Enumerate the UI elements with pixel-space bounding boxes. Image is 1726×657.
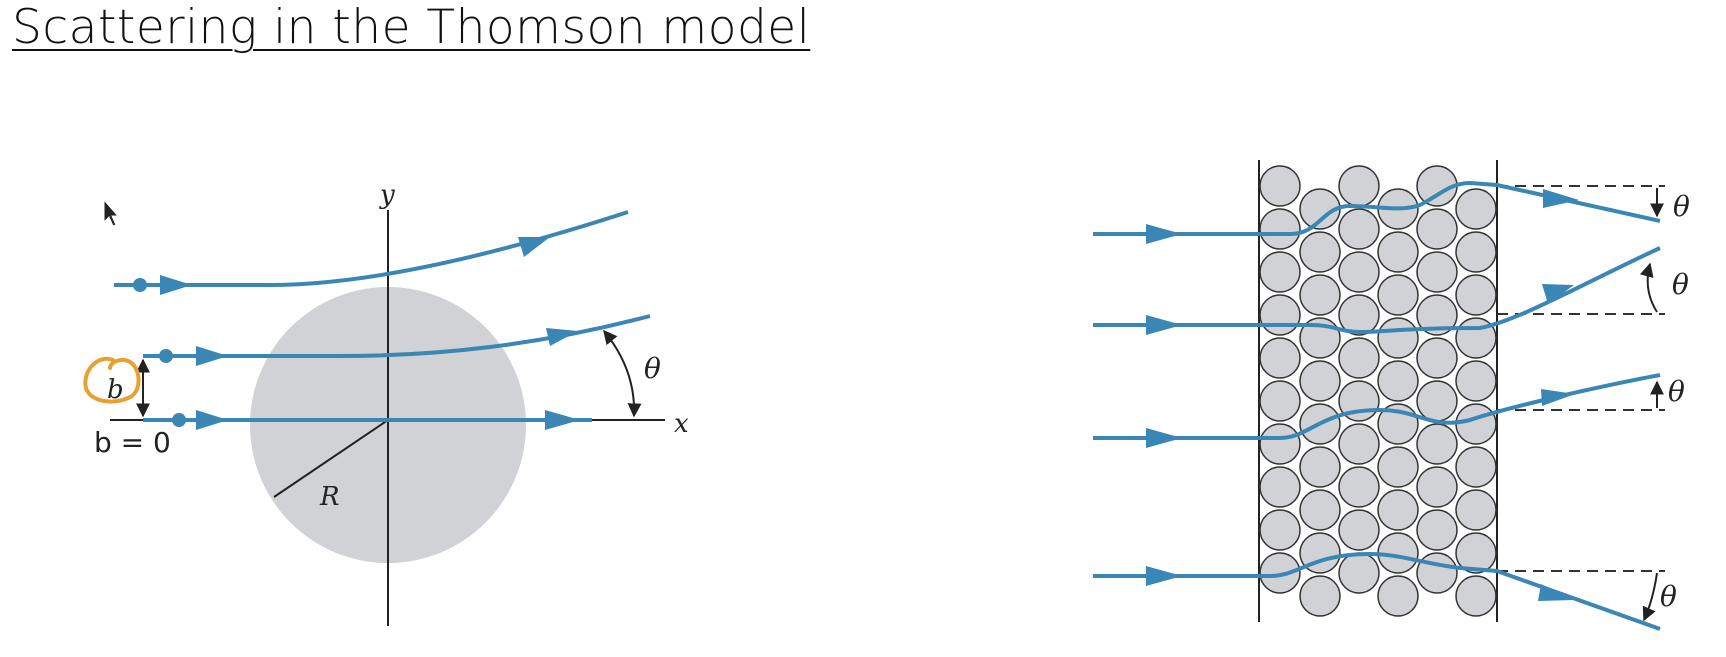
foil-atom xyxy=(1259,165,1301,207)
foil-atom xyxy=(1259,466,1301,508)
radius-label: R xyxy=(319,482,340,512)
foil-atom xyxy=(1377,575,1419,617)
foil-atom xyxy=(1299,360,1341,402)
foil-atom xyxy=(1259,337,1301,379)
foil-atom-lattice xyxy=(1259,165,1497,617)
foil-atom xyxy=(1416,251,1458,293)
thomson-atom-diagram: y x R b b = 0 θ xyxy=(83,180,689,626)
foil-atom xyxy=(1377,231,1419,273)
trajectory-top-arrowhead xyxy=(160,275,192,295)
foil-atom xyxy=(1455,403,1497,445)
trajectory-middle-start-dot xyxy=(159,349,173,363)
foil-atom xyxy=(1455,446,1497,488)
trajectory-top-start-dot xyxy=(133,278,147,292)
trajectory-center-arrowhead xyxy=(196,410,228,430)
foil-atom xyxy=(1416,509,1458,551)
foil-atom xyxy=(1338,208,1380,250)
foil-trajectory-4 xyxy=(1093,551,1661,631)
y-axis-label: y xyxy=(379,180,395,210)
foil-atom xyxy=(1259,208,1301,250)
foil-atom xyxy=(1416,208,1458,250)
foil-atom xyxy=(1338,294,1380,336)
foil-atom xyxy=(1455,188,1497,230)
foil-atom xyxy=(1259,423,1301,465)
foil-atom xyxy=(1338,165,1380,207)
foil-atom xyxy=(1377,274,1419,316)
foil-atom xyxy=(1259,294,1301,336)
foil-atom xyxy=(1416,552,1458,594)
foil-trajectory-2 xyxy=(1093,246,1661,335)
foil-angle-label-2: θ xyxy=(1672,268,1689,301)
foil-angle-label-4: θ xyxy=(1660,580,1677,613)
foil-atom xyxy=(1377,489,1419,531)
trajectory-center-start-dot xyxy=(172,413,186,427)
foil-atom xyxy=(1455,575,1497,617)
radius-line xyxy=(273,419,389,498)
trajectory-middle-out-arrowhead xyxy=(546,328,578,346)
foil-atom xyxy=(1416,294,1458,336)
foil-atom xyxy=(1299,274,1341,316)
foil-atom xyxy=(1299,575,1341,617)
foil-atom xyxy=(1259,380,1301,422)
foil-atom xyxy=(1299,489,1341,531)
foil-atom xyxy=(1455,274,1497,316)
foil-atom xyxy=(1455,489,1497,531)
trajectory-center-out-arrowhead xyxy=(545,410,580,430)
foil-atom xyxy=(1338,552,1380,594)
foil-atom xyxy=(1299,446,1341,488)
foil-trajectory-1 xyxy=(1093,180,1661,236)
foil-atom xyxy=(1259,552,1301,594)
foil-angle-label-1: θ xyxy=(1673,190,1690,223)
deflection-angle-arc xyxy=(603,329,642,418)
foil-atom xyxy=(1259,509,1301,551)
foil-atom xyxy=(1338,251,1380,293)
trajectory-middle-arrowhead xyxy=(196,346,228,366)
foil-atom xyxy=(1299,231,1341,273)
foil-atom xyxy=(1455,360,1497,402)
foil-atom xyxy=(1338,466,1380,508)
zero-impact-label: b = 0 xyxy=(94,426,171,459)
slide-title: Scattering in the Thomson model xyxy=(12,0,811,55)
foil-atom xyxy=(1455,532,1497,574)
foil-atom xyxy=(1416,466,1458,508)
trajectory-middle xyxy=(143,314,651,358)
mouse-cursor-icon xyxy=(103,198,120,227)
angle-indicator-2 xyxy=(1639,262,1658,313)
foil-angle-label-3: θ xyxy=(1668,375,1685,408)
x-axis-label: x xyxy=(674,409,689,439)
impact-parameter-label: b xyxy=(107,375,124,405)
gold-foil-diagram: θ θ θ θ xyxy=(1093,160,1690,631)
foil-atom xyxy=(1338,509,1380,551)
angle-indicator-4 xyxy=(1642,572,1658,622)
foil-atom xyxy=(1455,231,1497,273)
foil-atom xyxy=(1377,317,1419,359)
foil-atom xyxy=(1338,337,1380,379)
foil-atom xyxy=(1377,360,1419,402)
handwritten-circle-annotation xyxy=(83,356,141,404)
foil-trajectory-arrowheads xyxy=(1146,189,1579,601)
foil-atom xyxy=(1377,446,1419,488)
deflection-angle-label: θ xyxy=(644,352,661,385)
foil-atom xyxy=(1416,337,1458,379)
foil-atom xyxy=(1338,423,1380,465)
foil-atom xyxy=(1416,423,1458,465)
foil-atom xyxy=(1416,380,1458,422)
foil-atom xyxy=(1259,251,1301,293)
trajectory-top xyxy=(114,210,629,287)
trajectory-top-out-arrowhead xyxy=(518,237,550,257)
